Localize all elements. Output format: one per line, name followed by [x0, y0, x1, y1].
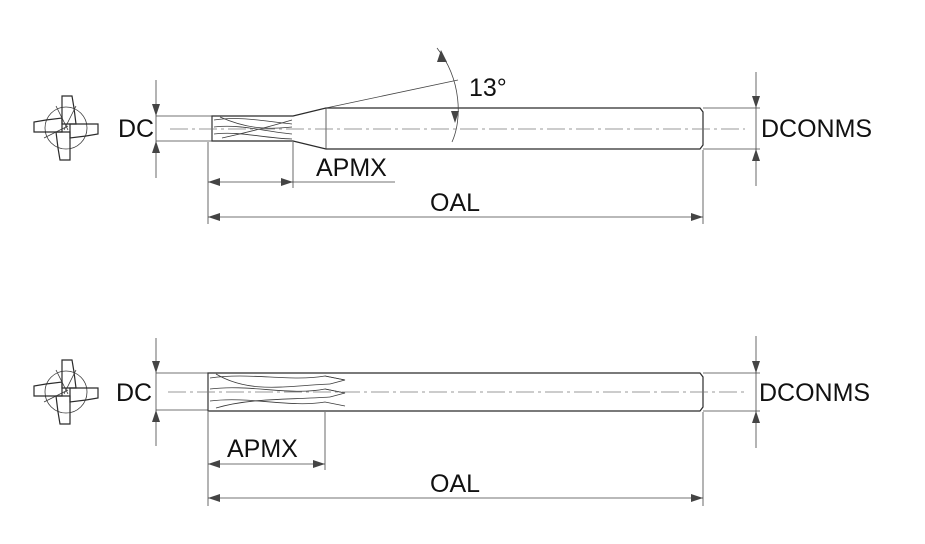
lower-apmx-dimension: APMX	[207, 412, 326, 506]
lower-dc-dimension: DC	[116, 338, 208, 446]
lower-tool-body	[168, 372, 745, 412]
upper-dc-dimension: DC	[118, 80, 212, 178]
upper-end-view-icon	[33, 95, 99, 161]
lower-apmx-label: APMX	[227, 435, 298, 463]
upper-oal-dimension: OAL	[208, 150, 704, 224]
lower-oal-dimension: OAL	[208, 412, 704, 506]
upper-oal-label: OAL	[430, 189, 480, 217]
upper-apmx-dimension: APMX	[207, 142, 395, 224]
upper-apmx-label: APMX	[316, 154, 387, 182]
lower-dconms-dimension: DCONMS	[703, 336, 870, 448]
upper-dc-label: DC	[118, 115, 154, 143]
lower-oal-label: OAL	[430, 470, 480, 498]
upper-dconms-dimension: DCONMS	[703, 72, 872, 186]
lower-drawing: DC DCONMS	[33, 336, 870, 506]
upper-angle-label: 13°	[469, 74, 507, 102]
lower-end-view-icon	[33, 359, 99, 425]
upper-drawing: DC 13° DCONMS	[33, 47, 872, 224]
lower-dc-label: DC	[116, 379, 152, 407]
upper-dconms-label: DCONMS	[761, 115, 872, 143]
upper-tool-body	[170, 107, 745, 150]
lower-dconms-label: DCONMS	[759, 379, 870, 407]
upper-angle-dimension: 13°	[325, 47, 507, 143]
